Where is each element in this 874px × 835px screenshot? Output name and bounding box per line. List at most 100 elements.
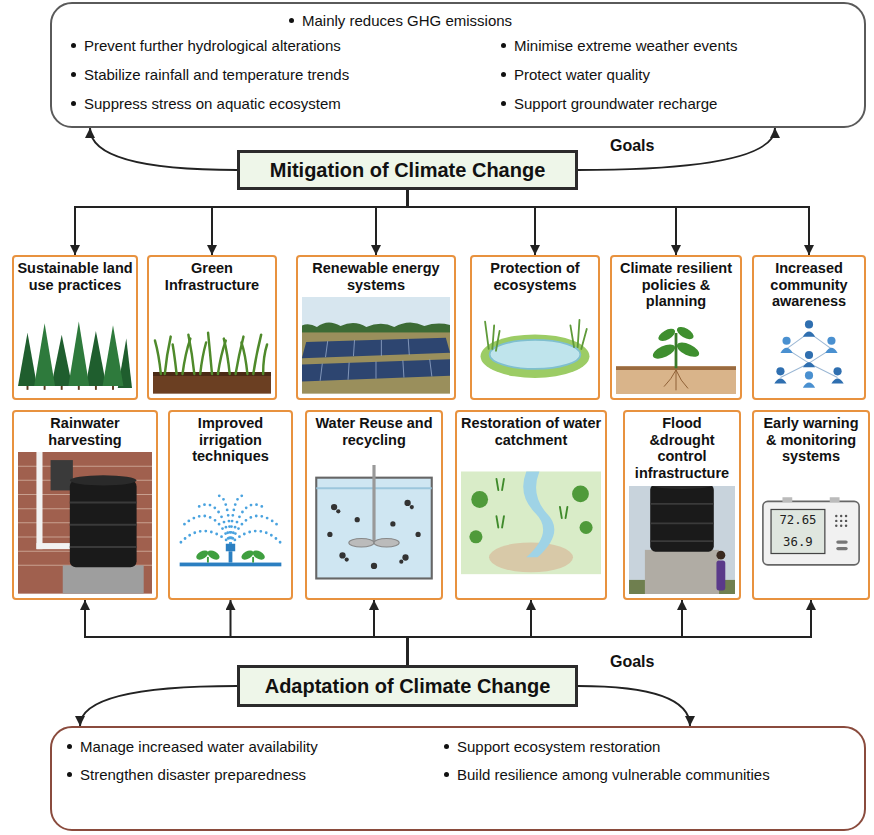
measure-card: Improved irrigation techniques [168, 410, 293, 600]
strategy-title: Mitigation of Climate Change [270, 159, 546, 182]
monitoring-device-illustration [758, 469, 864, 594]
illustration-part [469, 531, 482, 544]
illustration-part [774, 378, 786, 383]
illustration-part [165, 337, 171, 374]
illustration-part [578, 320, 580, 347]
goal-text: Support groundwater recharge [514, 95, 717, 112]
connector-arrow [578, 686, 690, 726]
illustration-part [178, 496, 283, 546]
community-illustration [758, 314, 860, 394]
measure-card: Rainwater harvesting [12, 410, 158, 600]
measure-title: Increased community awareness [754, 257, 864, 310]
bullet-dot [67, 744, 72, 749]
illustration-part [51, 335, 72, 386]
connector-arrow [376, 190, 408, 255]
illustration-part [263, 345, 267, 375]
illustration-part [496, 331, 500, 351]
illustration-part [825, 348, 837, 353]
plant-illustration [616, 314, 736, 394]
illustration-part [803, 383, 815, 388]
illustration-part [197, 505, 231, 544]
illustration-part [650, 503, 714, 505]
illustration-part [835, 520, 837, 522]
measure-title: Water Reuse and recycling [307, 412, 441, 448]
illustration-part [523, 472, 554, 558]
bullet-dot [71, 72, 76, 77]
illustration-part [200, 343, 206, 374]
illustration-part [153, 372, 271, 394]
illustration-part [676, 370, 688, 388]
illustration-part [51, 460, 73, 490]
illustration-part [650, 522, 714, 524]
illustration-part [572, 486, 589, 503]
measure-title: Rainwater harvesting [14, 412, 156, 448]
illustration-part [178, 531, 231, 546]
illustration-part [650, 486, 714, 489]
illustration-part [70, 502, 137, 504]
catchment-illustration [461, 452, 601, 594]
illustration-part [650, 540, 714, 542]
illustration-part [675, 324, 696, 341]
illustration-part [656, 326, 677, 343]
measure-card: Green Infrastructure [147, 255, 277, 400]
illustration-part [371, 563, 377, 569]
illustration-part [195, 548, 210, 561]
illustration-part [381, 340, 382, 356]
illustration-part [70, 524, 137, 526]
display-reading: 72.65 [771, 513, 825, 528]
illustration-part [320, 364, 322, 381]
connector-arrow [408, 190, 810, 255]
illustration-part [327, 500, 420, 569]
illustration-part [348, 363, 349, 380]
illustration-part [780, 337, 837, 388]
measure-title: Improved irrigation techniques [170, 412, 291, 465]
illustration-part [408, 339, 409, 355]
illustration-part [173, 345, 177, 375]
bullet-dot [444, 744, 449, 749]
bullet-dot [71, 43, 76, 48]
illustration-part [502, 517, 504, 528]
goal-text: Build resilience among vulnerable commun… [457, 766, 770, 783]
illustration-part [34, 324, 55, 387]
measure-title: Protection of ecosystems [472, 257, 598, 293]
illustration-part [805, 320, 813, 328]
connector-arrow [80, 686, 237, 726]
illustration-part [803, 332, 815, 337]
illustration-part [70, 476, 137, 486]
illustration-part [840, 520, 842, 522]
illustration-part [374, 539, 399, 547]
illustration-part [242, 343, 248, 374]
illustration-part [345, 558, 349, 562]
illustration-part [490, 340, 581, 369]
measure-title: Flood &drought control infrastructure [625, 412, 739, 482]
illustration-part [226, 544, 235, 552]
goal-text: Manage increased water availability [80, 738, 318, 755]
illustration-part [229, 551, 233, 562]
measure-card: Increased community awareness [752, 255, 866, 400]
connector-arrow [85, 600, 408, 665]
illustration-part [63, 566, 144, 594]
illustration-part [188, 335, 194, 374]
illustration-part [390, 522, 395, 527]
illustration-part [251, 548, 266, 561]
illustration-part [34, 322, 123, 387]
connector-arrow [231, 600, 408, 665]
illustration-part [845, 515, 847, 517]
illustration-part [336, 510, 340, 514]
goal-text: Prevent further hydrological alterations [84, 37, 341, 54]
illustration-part [410, 505, 414, 509]
illustration-part [496, 479, 567, 528]
illustration-part [320, 339, 432, 381]
illustration-part [716, 550, 725, 559]
illustration-part [833, 367, 841, 375]
illustration-part [18, 333, 37, 386]
measure-card: Restoration of water catchment [455, 410, 607, 600]
measure-card: Protection of ecosystems [470, 255, 600, 400]
illustration-part [208, 557, 253, 563]
illustration-part [302, 333, 450, 394]
sprinkler-illustration [174, 469, 287, 594]
illustration-part [461, 472, 601, 575]
illustration-part [771, 509, 825, 553]
illustration-part [231, 531, 284, 546]
measure-card: Flood &drought control infrastructure [623, 410, 741, 600]
